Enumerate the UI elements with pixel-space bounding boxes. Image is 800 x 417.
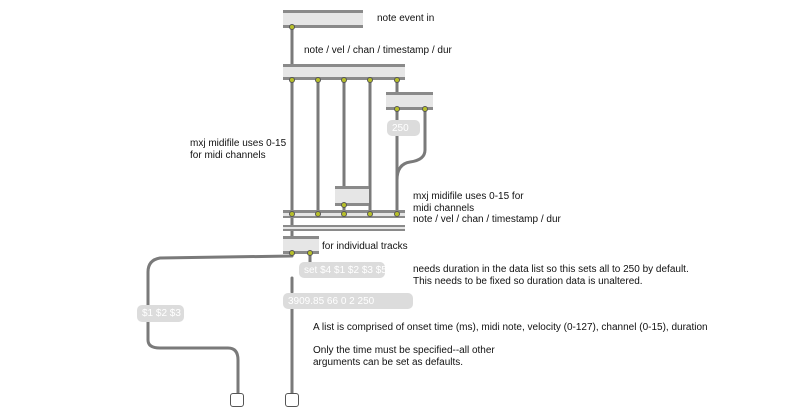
outlet-pack[interactable]: [289, 211, 295, 217]
inlet-pack-dur[interactable]: [394, 211, 400, 217]
outlet-trigger-left[interactable]: [394, 106, 400, 112]
first-three-args-message[interactable]: $1 $2 $3: [137, 305, 184, 322]
only-time-comment: Only the time must be specified--all oth…: [313, 345, 495, 368]
note-fields-top-comment: note / vel / chan / timestamp / dur: [304, 45, 452, 56]
outlet-unpack-dur[interactable]: [394, 77, 400, 83]
inlet-pack-chan[interactable]: [341, 211, 347, 217]
cord-trigger-out: [395, 108, 427, 182]
outlet-unpack-chan[interactable]: [341, 77, 347, 83]
cord-route-to-first-three: [146, 254, 294, 308]
midifile-channels-right-comment: mxj midifile uses 0-15 for midi channels: [413, 191, 524, 214]
list-comprised-comment: A list is comprised of onset time (ms), …: [313, 322, 708, 333]
duration-250-message[interactable]: 250: [387, 120, 420, 136]
outlet-first-three[interactable]: [230, 393, 244, 407]
outlet-list[interactable]: [285, 393, 299, 407]
trigger-object[interactable]: [386, 92, 433, 110]
note-fields-bottom-comment: note / vel / chan / timestamp / dur: [413, 214, 561, 225]
list-value-message[interactable]: 3909.85 66 0 2 250: [283, 293, 413, 309]
outlet-channel-offset[interactable]: [341, 202, 347, 208]
note-event-in-object[interactable]: [283, 10, 363, 28]
inlet-pack-timestamp[interactable]: [367, 211, 373, 217]
note-event-in-comment: note event in: [377, 13, 435, 24]
inlet-pack-vel[interactable]: [315, 211, 321, 217]
route-object[interactable]: [283, 236, 319, 254]
midifile-channels-left-comment: mxj midifile uses 0-15 for midi channels: [190, 138, 287, 161]
outlet-unpack-note[interactable]: [289, 77, 295, 83]
outlet-note-event-in[interactable]: [289, 24, 295, 30]
needs-duration-comment: needs duration in the data list so this …: [413, 264, 689, 287]
individual-tracks-comment: for individual tracks: [322, 241, 408, 252]
outlet-route-right[interactable]: [307, 250, 313, 256]
channel-offset-object[interactable]: [335, 186, 369, 206]
track-object[interactable]: [283, 225, 405, 231]
outlet-unpack-vel[interactable]: [315, 77, 321, 83]
outlet-unpack-timestamp[interactable]: [367, 77, 373, 83]
outlet-route-left[interactable]: [289, 250, 295, 256]
outlet-trigger-right[interactable]: [422, 106, 428, 112]
set-args-message[interactable]: set $4 $1 $2 $3 $5: [299, 262, 387, 278]
cord-first-three-to-outlet: [146, 318, 240, 395]
